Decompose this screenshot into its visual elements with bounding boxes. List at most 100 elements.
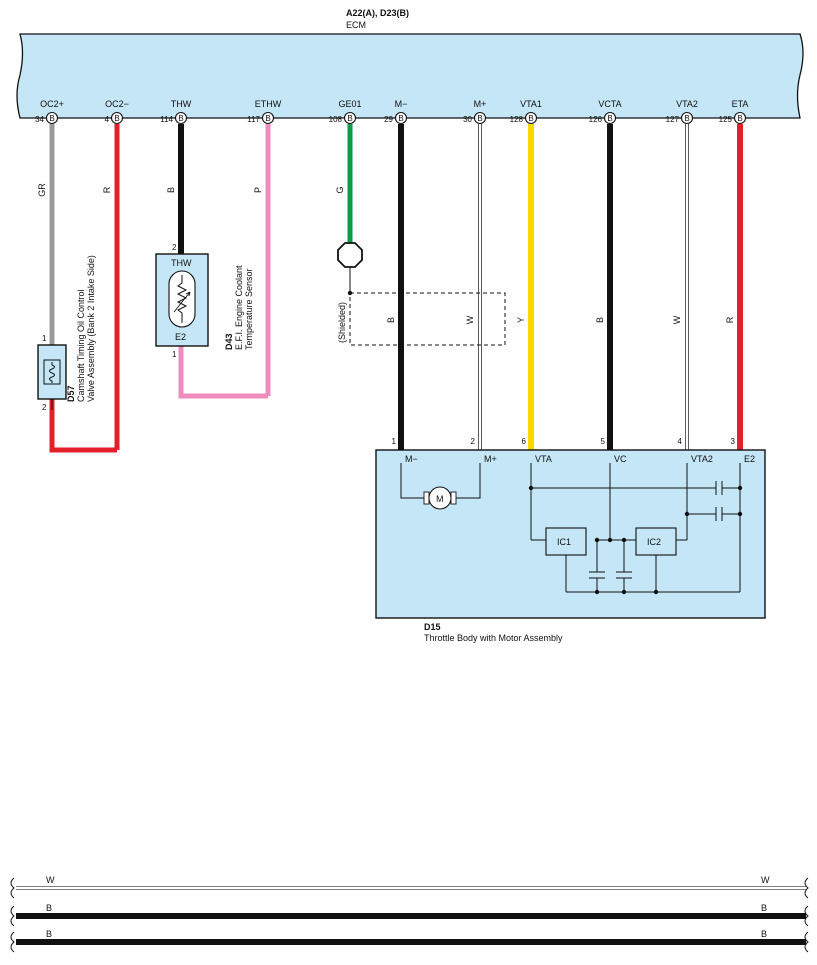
ocv-coil-box	[43, 359, 61, 385]
ocv-pin-bottom: 2	[42, 403, 47, 412]
ecm-terminal-9-conn: B	[684, 114, 689, 123]
throttle-pin-4: 4	[678, 437, 683, 446]
ecm-terminal-8-pin: 126	[589, 115, 603, 124]
shield-ground: (Shielded)	[337, 242, 506, 346]
ocv-coil-icon	[49, 362, 55, 383]
ecm-terminal-3-conn: B	[265, 114, 270, 123]
ic2-chip	[635, 527, 677, 556]
ecm-terminal-9-signal: VTA2	[676, 99, 698, 109]
ecm-terminal-10-pin: 125	[719, 115, 733, 124]
ects-name-line2: Temperature Sensor	[244, 268, 254, 350]
ecm-box	[16, 33, 804, 119]
ecm-terminal-8-badge	[603, 111, 617, 125]
ocv-code: D57	[66, 385, 76, 402]
ects-term-top: THW	[171, 258, 192, 268]
ecm-terminal-2-signal: THW	[171, 99, 192, 109]
ecm-terminal-7-badge	[524, 111, 538, 125]
ecm-terminal-8-conn: B	[607, 114, 612, 123]
wire-ects-return	[178, 346, 268, 399]
ic1-chip	[545, 527, 587, 556]
ecm-name: ECM	[346, 20, 366, 30]
ecm-terminal-7-signal: VTA1	[520, 99, 542, 109]
ecm-terminal-1-pin: 4	[105, 115, 110, 124]
throttle-name: Throttle Body with Motor Assembly	[424, 633, 563, 643]
wire-color-label-3: P	[253, 187, 263, 193]
continuation-wire-0-label-right: W	[761, 875, 770, 885]
ecm-terminal-10-badge	[733, 111, 747, 125]
ecm-terminal-4-pin: 108	[329, 115, 343, 124]
ecm-terminal-3-badge	[261, 111, 275, 125]
ects-code: D43	[224, 333, 234, 350]
ocv-pin-top: 1	[42, 334, 47, 343]
thermistor-arrow	[173, 291, 191, 313]
ecm-terminal-0-conn: B	[49, 114, 54, 123]
wire-color-label-4: G	[335, 186, 345, 193]
ecm-terminal-5-pin: 29	[384, 115, 393, 124]
motor-symbol: M	[436, 494, 444, 504]
circuit-junctions	[528, 485, 743, 595]
ecm-terminal-1-badge	[110, 111, 124, 125]
ecm-terminal-0-pin: 34	[35, 115, 44, 124]
shield-label: (Shielded)	[337, 302, 347, 343]
ecm-terminal-5-badge	[394, 111, 408, 125]
ecm-terminal-4-signal: GE01	[338, 99, 361, 109]
ecm-terminal-2-pin: 114	[160, 115, 173, 124]
wire-color-label-5: B	[386, 317, 396, 323]
shield-ground-icon	[337, 242, 363, 268]
continuation-wire-2-label-right: B	[761, 929, 767, 939]
ic1-label: IC1	[557, 537, 571, 547]
throttle-pin-5: 5	[601, 437, 606, 446]
throttle-code: D15	[424, 622, 441, 632]
ecm-terminal-6-pin: 30	[463, 115, 472, 124]
motor-icon	[428, 486, 452, 510]
ecm-terminal-5-signal: M−	[395, 99, 408, 109]
throttle-terminal-5: VC	[614, 454, 627, 464]
wire-color-label-10: R	[725, 316, 735, 323]
throttle-terminal-4: VTA2	[691, 454, 713, 464]
throttle-pin-6: 6	[522, 437, 527, 446]
ecm-terminal-3-signal: ETHW	[255, 99, 282, 109]
ocv-body	[37, 344, 67, 400]
continuation-wire-1-label-right: B	[761, 903, 767, 913]
wire-color-label-6: W	[465, 315, 475, 324]
ecm-terminal-6-badge	[473, 111, 487, 125]
wire-color-label-0: GR	[37, 183, 47, 197]
ecm-terminal-0-badge	[45, 111, 59, 125]
ecm-terminal-10-signal: ETA	[732, 99, 749, 109]
thermistor-icon	[176, 275, 188, 323]
ects-thermistor-capsule	[168, 270, 196, 328]
ecm-terminal-1-conn: B	[114, 114, 119, 123]
wire-color-label-8: B	[595, 317, 605, 323]
throttle-pin-3: 3	[731, 437, 736, 446]
wire-color-label-1: R	[102, 186, 112, 193]
ects-term-bottom: E2	[175, 332, 186, 342]
wire-color-label-2: B	[166, 187, 176, 193]
ects-pin-top: 2	[172, 243, 177, 252]
wire-ocv-return	[49, 399, 117, 453]
continuation-wire-0-label-left: W	[46, 875, 55, 885]
throttle-pin-2: 2	[471, 437, 476, 446]
ects-body	[155, 253, 209, 347]
throttle-terminal-1: M−	[405, 454, 418, 464]
coolant-temp-sensor: THW E2 2 1 D43 E.F.I. Engine Coolant Tem…	[155, 243, 254, 359]
throttle-pin-1: 1	[392, 437, 397, 446]
throttle-terminal-3: E2	[744, 454, 755, 464]
ic2-label: IC2	[647, 537, 661, 547]
ects-pin-bottom: 1	[172, 350, 177, 359]
ecm-terminal-2-conn: B	[178, 114, 183, 123]
ecm-terminal-3-pin: 117	[247, 115, 260, 124]
wire-color-label-7: Y	[516, 317, 526, 323]
ecm-terminal-1-signal: OC2−	[105, 99, 129, 109]
ecm-terminal-8-signal: VCTA	[598, 99, 621, 109]
ocv-name-line1: Camshaft Timing Oil Control	[76, 289, 86, 402]
throttle-terminal-6: VTA	[535, 454, 552, 464]
shield-box	[349, 292, 506, 346]
ecm-terminal-10-conn: B	[737, 114, 742, 123]
ecm-terminal-6-conn: B	[477, 114, 482, 123]
ects-name-line1: E.F.I. Engine Coolant	[234, 265, 244, 350]
